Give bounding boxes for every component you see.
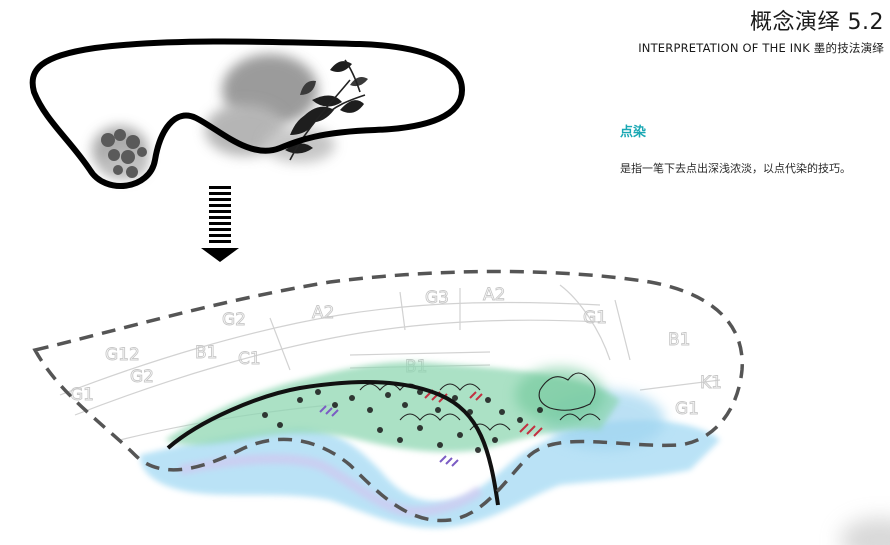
plan-label: B1 (195, 343, 217, 363)
plan-block-labels: G1 G12 G2 B1 C1 G2 A2 G3 A2 G1 B1 K1 G1 … (70, 285, 723, 420)
ink-blossoms (101, 129, 147, 178)
plan-label: G1 (675, 399, 699, 419)
ink-stems (289, 59, 366, 161)
plan-label: G3 (425, 288, 449, 308)
down-arrow-icon (201, 186, 239, 262)
ink-path (166, 380, 500, 506)
ink-smudge (840, 518, 890, 545)
ink-painting (29, 38, 465, 189)
plan-label: A2 (312, 303, 334, 323)
plan-label: G1 (583, 308, 607, 328)
ink-outline (29, 38, 465, 189)
plan-label: C1 (238, 349, 261, 369)
site-plan: G1 G12 G2 B1 C1 G2 A2 G3 A2 G1 B1 K1 G1 … (32, 269, 744, 529)
plan-label: B1 (668, 330, 690, 350)
page-subtitle: INTERPRETATION OF THE INK 墨的技法演绎 (638, 41, 884, 55)
plan-label: G2 (222, 310, 246, 330)
plan-label: G1 (70, 385, 94, 405)
section-description: 是指一笔下去点出深浅浓淡，以点代染的技巧。 (620, 162, 851, 175)
site-boundary (32, 269, 744, 523)
plan-label: G12 (105, 345, 140, 365)
page-title: 概念演绎 5.2 (750, 10, 884, 35)
plan-label: G2 (130, 367, 154, 387)
plan-label: K1 (700, 373, 722, 393)
tree-outlines (359, 372, 601, 431)
section-heading: 点染 (620, 125, 647, 140)
ink-tree-cluster (262, 389, 543, 453)
plan-label: A2 (483, 285, 505, 305)
